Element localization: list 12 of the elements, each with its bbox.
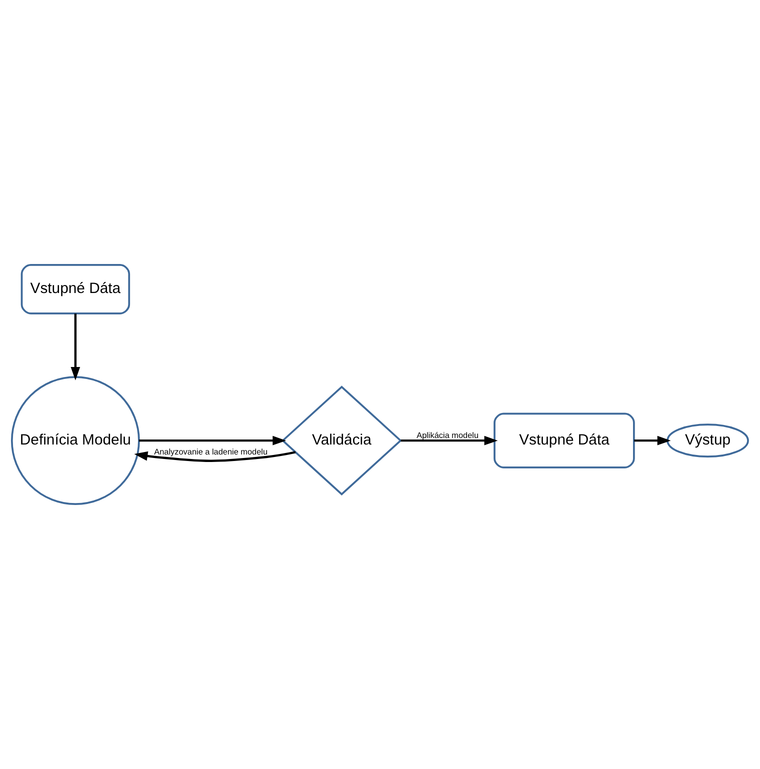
arrow xyxy=(400,436,498,446)
arrow xyxy=(138,436,286,446)
node-ellipse: Výstup xyxy=(666,424,749,458)
arrow xyxy=(634,436,671,446)
edge-label: Aplikácia modelu xyxy=(416,431,479,440)
node-box: Vstupné Dáta xyxy=(20,264,130,314)
node-diamond: Validácia xyxy=(281,386,402,496)
node-circle: Definícia Modelu xyxy=(10,376,140,506)
node-box: Vstupné Dáta xyxy=(494,412,635,468)
arrow xyxy=(70,314,80,380)
arrow xyxy=(134,451,296,462)
edge-label: Analyzovanie a ladenie modelu xyxy=(154,448,268,457)
